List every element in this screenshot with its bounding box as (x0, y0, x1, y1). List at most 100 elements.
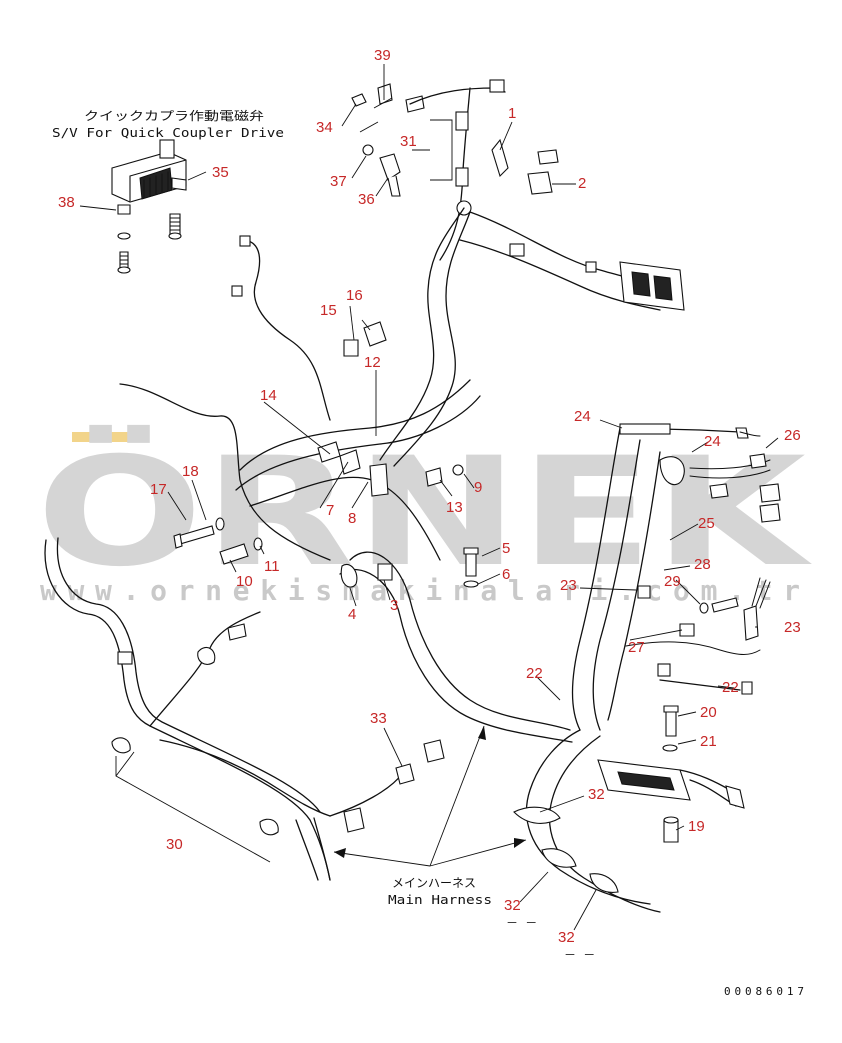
watermark-umlaut-right (110, 432, 138, 442)
callout-10: 10 (236, 573, 253, 590)
clamp-8 (369, 463, 389, 497)
connector-33 (395, 763, 415, 785)
caption-quick-coupler-en: S/V For Quick Coupler Drive (52, 126, 284, 140)
callout-4: 4 (348, 606, 356, 623)
clip-1 (491, 138, 509, 178)
left-clip-a (117, 651, 133, 665)
dash-mark-a: － － (506, 916, 537, 930)
center-bundle-b (239, 379, 471, 471)
main-harness-arrow-right (429, 839, 527, 867)
dash-mark-b: － － (564, 948, 595, 962)
terminal-30a (111, 737, 131, 754)
caption-main-harness-en: Main Harness (388, 893, 492, 907)
callout-9: 9 (474, 479, 482, 496)
callout-14: 14 (260, 387, 277, 404)
callout-17: 17 (150, 481, 167, 498)
main-harness-arrow-up (429, 725, 485, 867)
callout-13: 13 (446, 499, 463, 516)
callout-18: 18 (182, 463, 199, 480)
callout-32c: 32 (558, 929, 575, 946)
left-upper-cable (243, 239, 331, 421)
callout-29: 29 (664, 573, 681, 590)
right-solenoid-connector (619, 261, 685, 311)
callout-39: 39 (374, 47, 391, 64)
callout-31: 31 (400, 133, 417, 150)
clip-32b (541, 848, 577, 868)
callout-37: 37 (330, 173, 347, 190)
washer-9 (452, 464, 464, 476)
clamp-23a (637, 585, 651, 599)
callout-27: 27 (628, 639, 645, 656)
center-bundle-a (119, 383, 331, 561)
callout-23a: 23 (560, 577, 577, 594)
caption-quick-coupler-jp: クイックカプラ作動電磁弁 (84, 108, 264, 123)
callout-36: 36 (358, 191, 375, 208)
callout-22a: 22 (526, 665, 543, 682)
callout-25: 25 (698, 515, 715, 532)
callout-6: 6 (502, 566, 510, 583)
callout-19: 19 (688, 818, 705, 835)
clamp-4 (340, 564, 358, 588)
watermark: ÖRNEK www.ornekismakinalari.com.tr (36, 424, 812, 607)
top-hardware (351, 83, 425, 197)
callout-1: 1 (508, 105, 516, 122)
watermark-brand: ÖRNEK (36, 424, 812, 600)
callouts: 39 34 37 36 31 1 2 35 38 16 15 12 14 24 … (58, 47, 801, 946)
captions: クイックカプラ作動電磁弁 S/V For Quick Coupler Drive… (52, 108, 804, 998)
solenoid-valve-assembly (111, 139, 187, 274)
callout-24b: 24 (704, 433, 721, 450)
connector-24 (619, 423, 671, 435)
leader-lines (79, 64, 779, 931)
lower-center-harness (349, 551, 571, 731)
callout-2: 2 (578, 175, 586, 192)
clip-32a (513, 806, 561, 824)
sleeve-16 (363, 321, 387, 347)
callout-12: 12 (364, 354, 381, 371)
caption-main-harness-jp: メインハーネス (392, 876, 476, 890)
clip-32c (589, 873, 619, 893)
callout-8: 8 (348, 510, 356, 527)
bolt-20 (662, 705, 679, 843)
callout-30: 30 (166, 836, 183, 853)
left-lower-harness (44, 539, 331, 881)
main-harness-arrow-left (333, 851, 431, 867)
bolt-5 (463, 547, 479, 588)
main-harness-lower-b (548, 735, 661, 913)
clip-31a (455, 111, 469, 131)
callout-33: 33 (370, 710, 387, 727)
callout-28: 28 (694, 556, 711, 573)
callout-23b: 23 (784, 619, 801, 636)
clip-31b (455, 167, 469, 187)
callout-11: 11 (264, 558, 280, 575)
clamp-15 (343, 339, 359, 357)
line-art (44, 64, 781, 931)
callout-35: 35 (212, 164, 229, 181)
callout-15: 15 (320, 302, 337, 319)
callout-16: 16 (346, 287, 363, 304)
callout-7: 7 (326, 502, 334, 519)
clamp-7 (339, 449, 361, 475)
callout-34: 34 (316, 119, 333, 136)
main-trunk-b (393, 211, 471, 467)
center-bundle-c (235, 395, 481, 491)
callout-20: 20 (700, 704, 717, 721)
plate-2 (527, 171, 553, 195)
callout-5: 5 (502, 540, 510, 557)
document-number: 00086017 (724, 985, 804, 998)
upper-connector (489, 79, 505, 93)
callout-32b: 32 (504, 897, 521, 914)
terminal-30b (259, 818, 279, 836)
callout-24a: 24 (574, 408, 591, 425)
clamp-3 (377, 563, 393, 581)
clamp-27 (679, 623, 695, 637)
bolt-29 (711, 597, 739, 613)
callout-26: 26 (784, 427, 801, 444)
callout-38: 38 (58, 194, 75, 211)
watermark-umlaut-left (72, 432, 100, 442)
connector-1 (537, 149, 559, 165)
bolts-left (173, 517, 263, 565)
callout-21: 21 (700, 733, 717, 750)
callout-22b: 22 (722, 679, 739, 696)
callout-32a: 32 (588, 786, 605, 803)
